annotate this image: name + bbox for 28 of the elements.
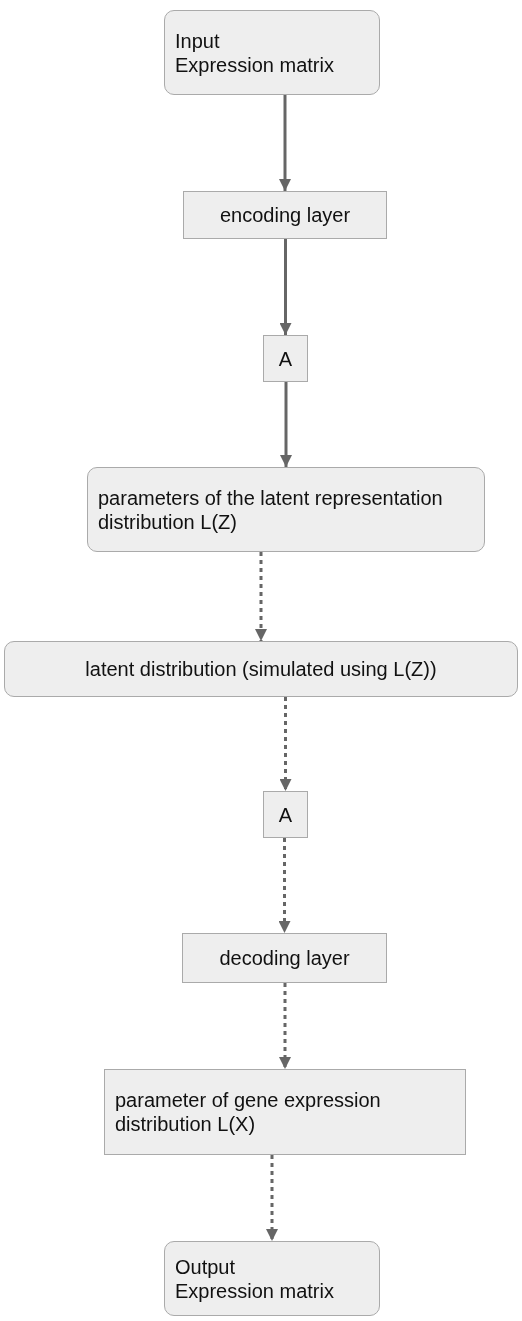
node-label: Expression matrix [175, 52, 335, 77]
node-label: parameters of the latent representation distribution L(Z) [98, 485, 444, 534]
node-label: latent distribution (simulated using L(Z)) [85, 657, 437, 681]
rounded-box [164, 1241, 380, 1316]
process-box [104, 1069, 466, 1155]
node-label: encoding layer [219, 203, 351, 227]
process-box [263, 335, 308, 382]
process-box [182, 933, 387, 983]
process-box [263, 791, 308, 838]
arrow [266, 1155, 278, 1241]
node-label: Input [175, 28, 221, 53]
node-label: A [278, 346, 293, 371]
rounded-box [164, 10, 380, 95]
arrow [279, 239, 292, 335]
rounded-box [4, 641, 518, 697]
arrow [278, 838, 291, 933]
node-label: Expression matrix [175, 1278, 335, 1303]
arrow [279, 983, 291, 1069]
node-label: decoding layer [219, 946, 350, 970]
rounded-box [87, 467, 485, 552]
arrow [279, 697, 292, 791]
arrow [279, 95, 291, 191]
arrow [255, 552, 267, 641]
process-box [183, 191, 387, 239]
arrow [280, 382, 292, 467]
node-label: Output [175, 1254, 237, 1279]
node-label: A [278, 802, 293, 827]
node-label: parameter of gene expression distribution L(X) [115, 1088, 382, 1136]
